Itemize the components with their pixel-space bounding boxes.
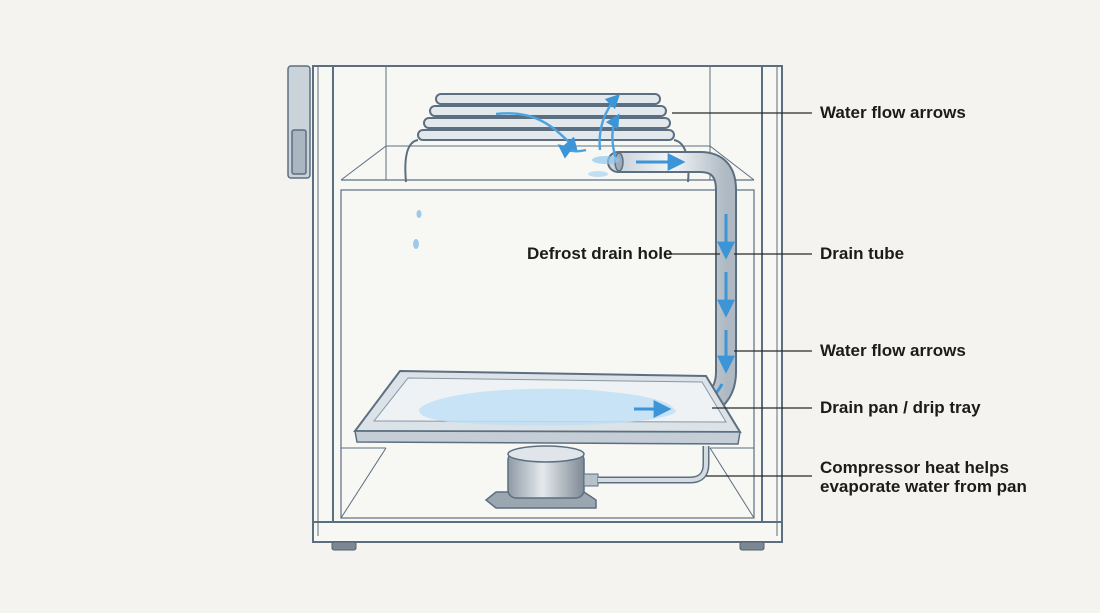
water-pool (419, 388, 676, 426)
label-drain-tube: Drain tube (820, 244, 905, 263)
compressor (484, 445, 710, 509)
label-water-flow-arrows-mid: Water flow arrows (820, 341, 966, 360)
label-compressor-line2: evaporate water from pan (820, 477, 1027, 496)
leader-lines (670, 112, 812, 477)
water-drops (413, 210, 422, 249)
water-flow-arrows-coils (495, 93, 621, 161)
drain-pan (353, 369, 742, 445)
label-compressor-heat: Compressor heat helps evaporate water fr… (820, 458, 1060, 496)
door-hinge (287, 65, 311, 179)
water-splash (588, 156, 620, 177)
label-compressor-line1: Compressor heat helps (820, 458, 1009, 477)
label-drain-pan: Drain pan / drip tray (820, 398, 981, 417)
cabinet-feet (331, 541, 765, 551)
label-defrost-drain-hole: Defrost drain hole (527, 244, 673, 263)
label-water-flow-arrows-top: Water flow arrows (820, 103, 966, 122)
